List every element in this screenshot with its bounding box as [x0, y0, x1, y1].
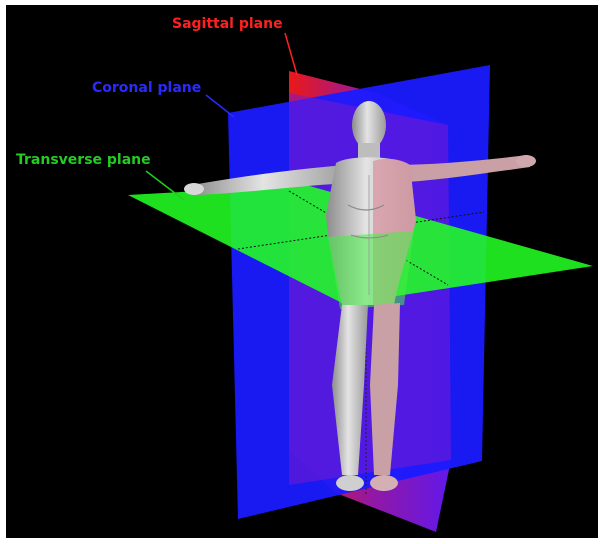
coronal-plane-label: Coronal plane — [92, 80, 201, 96]
coronal-pointer — [206, 95, 234, 117]
anatomical-planes-figure: Sagittal plane Coronal plane Transverse … — [6, 5, 598, 538]
sagittal-pointer — [285, 33, 297, 75]
sagittal-plane-label: Sagittal plane — [172, 16, 283, 32]
planes-illustration: Sagittal plane Coronal plane Transverse … — [6, 5, 598, 538]
transverse-plane-label: Transverse plane — [16, 152, 151, 168]
